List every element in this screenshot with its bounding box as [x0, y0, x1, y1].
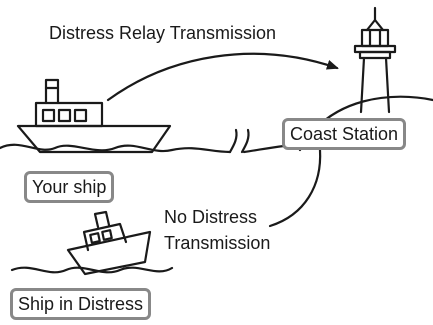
your-ship-icon: [16, 78, 172, 154]
your-ship-box: Your ship: [24, 171, 115, 203]
lighthouse-icon: [353, 6, 397, 114]
sinking-ship-icon: [66, 210, 152, 276]
ship-in-distress-box: Ship in Distress: [10, 288, 152, 320]
no-distress-label-line2: Transmission: [164, 233, 271, 253]
no-distress-label-line1: No Distress: [164, 207, 258, 227]
no-distress-line: [268, 148, 322, 228]
sea-line: [0, 128, 286, 154]
coast-station-box: Coast Station: [282, 118, 407, 150]
relay-transmission-label: Distress Relay Transmission: [49, 23, 277, 43]
distress-sea: [10, 266, 174, 274]
relay-arrow: [106, 52, 339, 102]
